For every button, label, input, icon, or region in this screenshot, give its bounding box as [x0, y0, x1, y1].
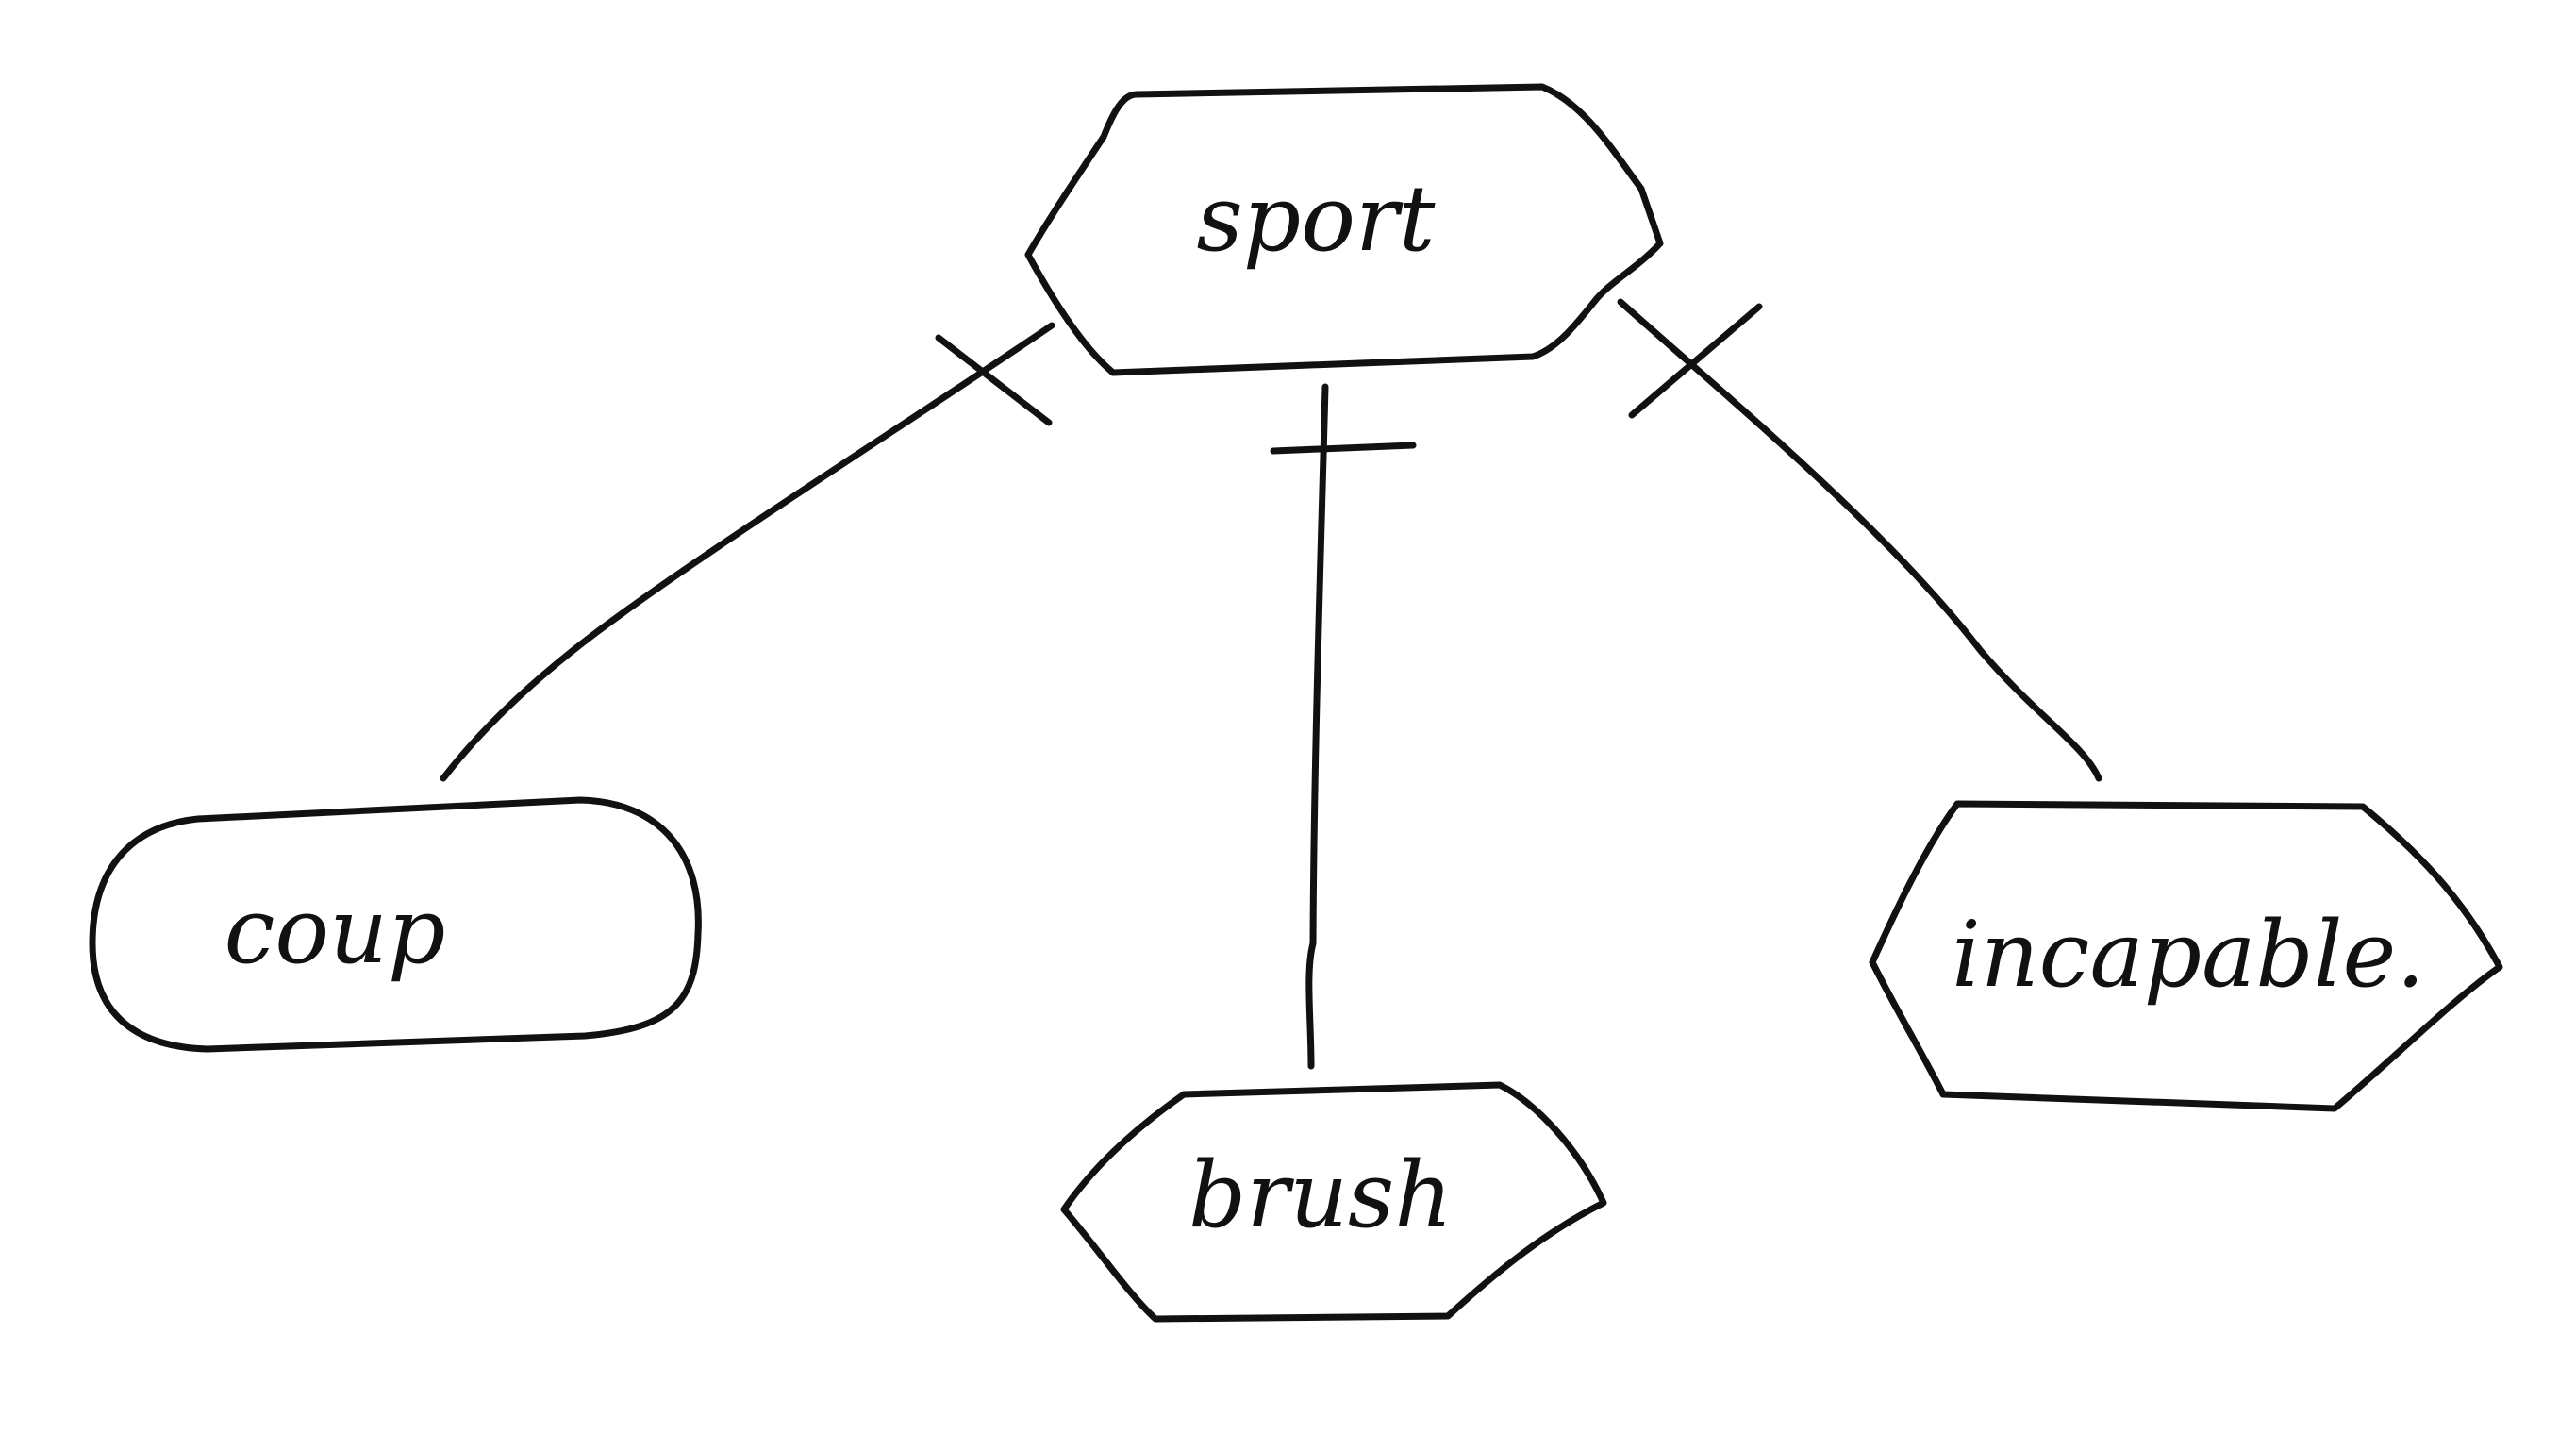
- edge-crossbar-sport-brush: [1270, 442, 1417, 455]
- node-shape-brush: [1060, 1081, 1607, 1323]
- edge-crossbar-sport-incapable: [1628, 303, 1763, 419]
- edge-crossbar-sport-coup: [935, 334, 1053, 426]
- edge-line-sport-coup: [440, 322, 1055, 782]
- node-sport: sport: [1024, 83, 1664, 376]
- edge-sport-incapable: [1617, 298, 2102, 782]
- node-label-coup: coup: [224, 878, 446, 984]
- edge-line-sport-brush: [1305, 383, 1329, 1070]
- node-label-sport: sport: [1197, 166, 1436, 272]
- node-brush: brush: [1060, 1081, 1607, 1323]
- node-incapable: incapable.: [1869, 800, 2503, 1112]
- node-shape-sport: [1024, 83, 1664, 376]
- node-coup: coup: [89, 796, 702, 1053]
- node-shape-coup: [89, 796, 702, 1053]
- node-label-brush: brush: [1188, 1142, 1453, 1248]
- edge-sport-coup: [440, 322, 1055, 782]
- edge-sport-brush: [1270, 383, 1417, 1070]
- node-label-incapable: incapable.: [1952, 902, 2425, 1008]
- node-shape-incapable: [1869, 800, 2503, 1112]
- edge-line-sport-incapable: [1617, 298, 2102, 782]
